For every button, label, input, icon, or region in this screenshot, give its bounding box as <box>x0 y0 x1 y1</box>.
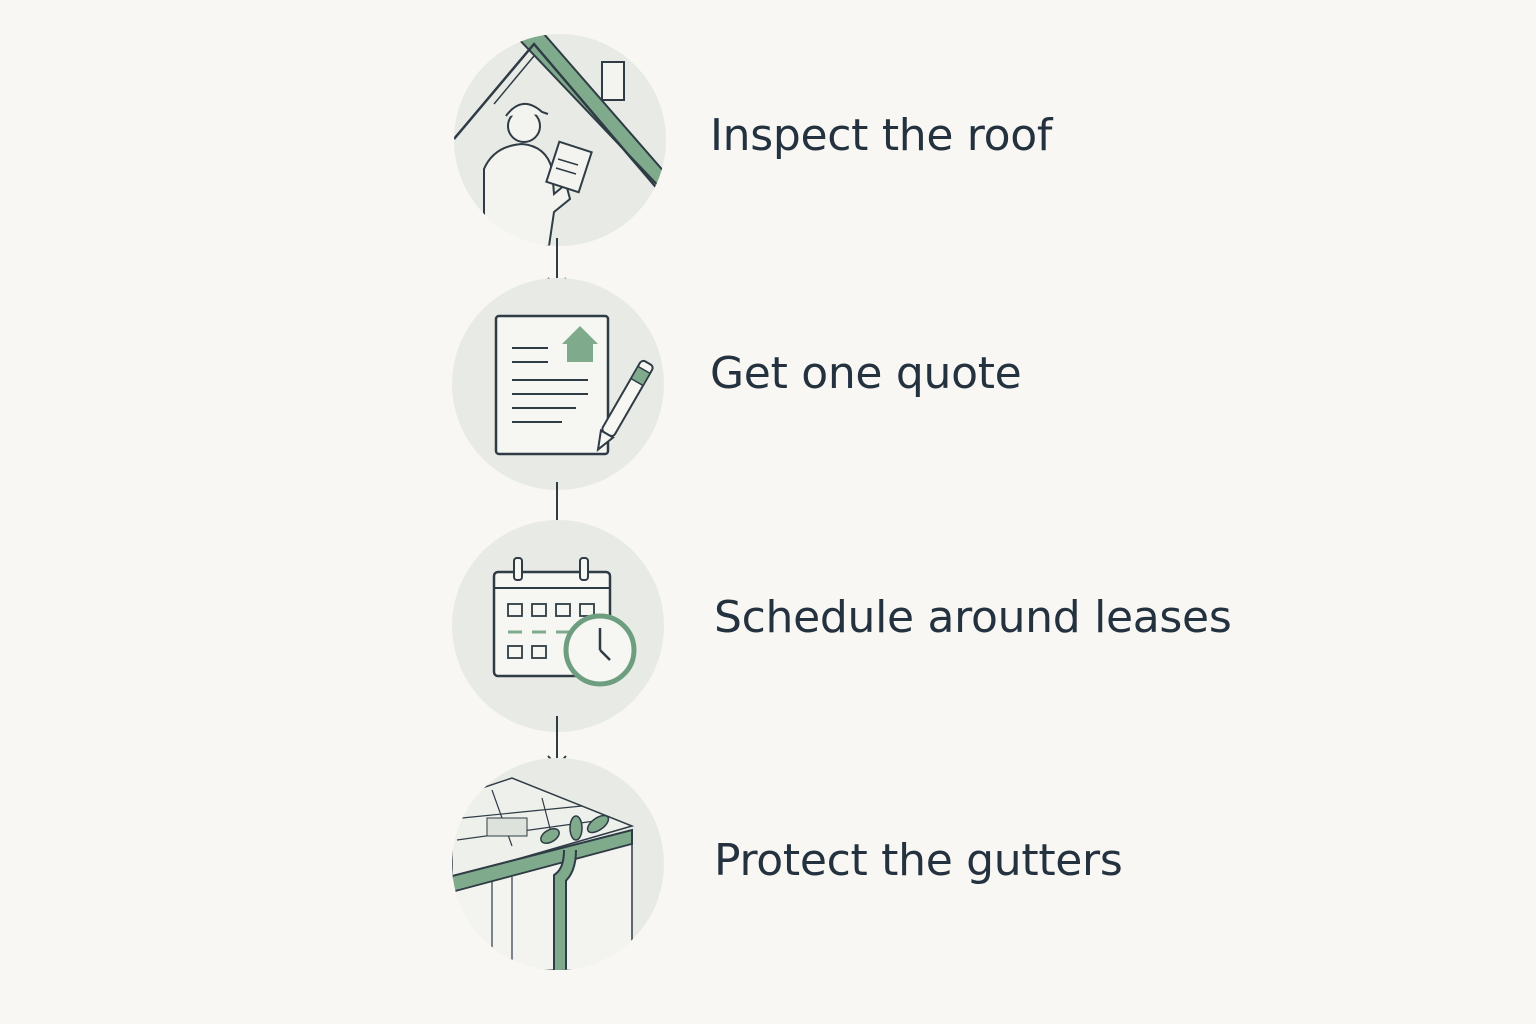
gutter-icon <box>452 758 664 970</box>
quote-document-icon <box>452 278 664 490</box>
step-label-quote: Get one quote <box>710 348 1022 399</box>
step-label-inspect: Inspect the roof <box>710 110 1053 161</box>
roof-inspector-icon <box>454 34 666 246</box>
calendar-clock-icon <box>452 520 664 732</box>
step-label-gutters: Protect the gutters <box>714 835 1123 886</box>
step-label-schedule: Schedule around leases <box>714 592 1232 643</box>
